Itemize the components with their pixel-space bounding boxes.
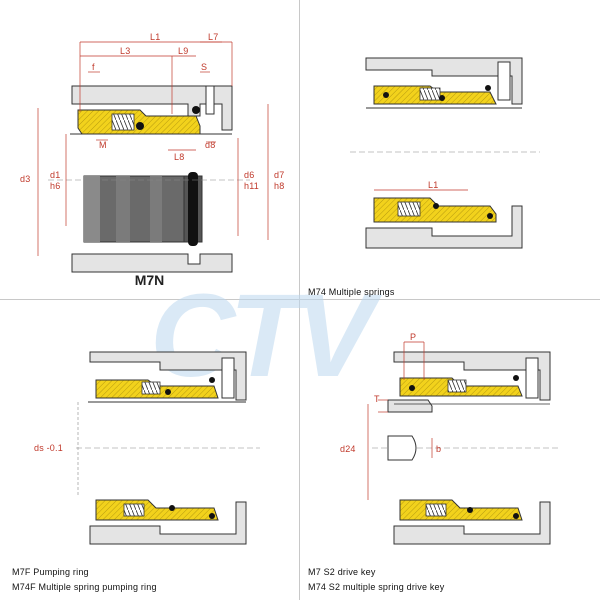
dim-f: f <box>92 62 95 72</box>
m7f-drawing <box>76 351 260 545</box>
dim-m: M <box>99 140 107 150</box>
m7s2-caption-2: M74 S2 multiple spring drive key <box>308 582 445 592</box>
dim-d7: d7 <box>274 170 285 180</box>
dim-l8: L8 <box>174 152 185 162</box>
m7s2-caption-1: M7 S2 drive key <box>308 567 376 577</box>
dim-h6: h6 <box>50 181 61 191</box>
m7n-title: M7N <box>134 272 165 288</box>
horizontal-divider <box>0 299 600 300</box>
dim-d1: d1 <box>50 170 61 180</box>
dim-d6: d6 <box>244 170 255 180</box>
dim-l7: L7 <box>208 32 219 42</box>
dim-h11: h11 <box>244 181 259 191</box>
m7f-dim-ds: ds -0.1 <box>34 443 63 453</box>
dim-l1: L1 <box>150 32 161 42</box>
m74-caption: M74 Multiple springs <box>308 287 395 297</box>
dim-l9: L9 <box>178 46 189 56</box>
m74-drawing <box>350 57 540 249</box>
m74-dim-l1: L1 <box>428 180 439 190</box>
m7s2-dim-b: b <box>436 444 442 454</box>
m7s2-dim-d24: d24 <box>340 444 356 454</box>
dim-h8: h8 <box>274 181 285 191</box>
m7s2-dim-t: T <box>374 394 380 404</box>
m7f-caption-1: M7F Pumping ring <box>12 567 89 577</box>
dim-d3: d3 <box>20 174 31 184</box>
watermark-logo: CTV <box>150 270 374 402</box>
dim-s: S <box>201 62 208 72</box>
m7n-drawing <box>37 41 269 273</box>
dim-d8: d8 <box>205 140 216 150</box>
m7s2-dim-p: P <box>410 332 417 342</box>
dim-l3: L3 <box>120 46 131 56</box>
m7s2-drawing <box>367 341 560 545</box>
m7f-caption-2: M74F Multiple spring pumping ring <box>12 582 157 592</box>
vertical-divider <box>299 0 300 600</box>
